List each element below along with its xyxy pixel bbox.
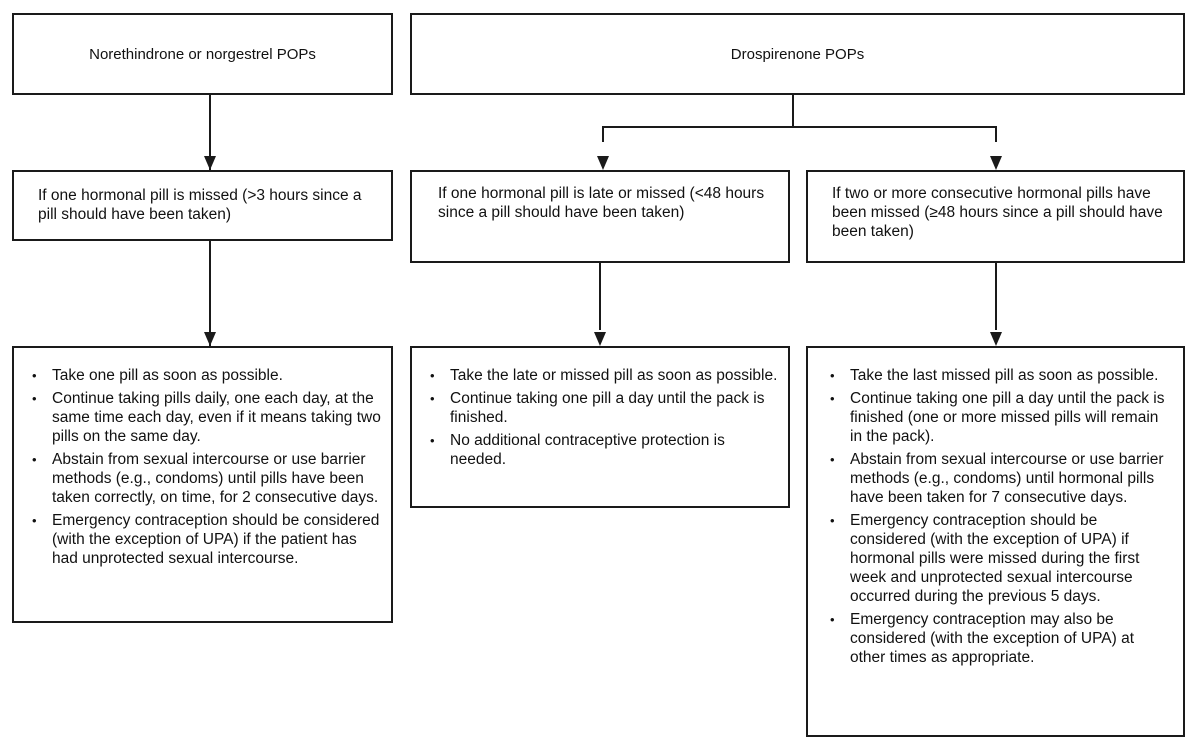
condition-drospirenone-missed-box: If two or more consecutive hormonal pill… <box>806 170 1185 263</box>
arrowhead <box>990 156 1002 170</box>
arrowhead <box>204 332 216 346</box>
branch-drospirenone <box>602 95 794 142</box>
list-item: Continue taking pills daily, one each da… <box>30 389 381 446</box>
list-item: Continue taking one pill a day until the… <box>828 389 1173 446</box>
condition-norethindrone-box: If one hormonal pill is missed (>3 hours… <box>12 170 393 241</box>
list-item: Emergency contraception should be consid… <box>30 511 381 568</box>
actions-drospirenone-missed-list: Take the last missed pill as soon as pos… <box>828 366 1173 667</box>
header-norethindrone-box: Norethindrone or norgestrel POPs <box>12 13 393 95</box>
actions-drospirenone-missed-box: Take the last missed pill as soon as pos… <box>806 346 1185 737</box>
list-item: No additional contraceptive protection i… <box>428 431 778 469</box>
header-drospirenone-box: Drospirenone POPs <box>410 13 1185 95</box>
header-drospirenone: Drospirenone POPs <box>730 45 865 63</box>
list-item: Continue taking one pill a day until the… <box>428 389 778 427</box>
list-item: Emergency contraception may also be cons… <box>828 610 1173 667</box>
arrowhead <box>204 156 216 170</box>
arrowhead <box>594 332 606 346</box>
list-item: Take the last missed pill as soon as pos… <box>828 366 1173 385</box>
actions-drospirenone-late-list: Take the late or missed pill as soon as … <box>428 366 778 469</box>
condition-drospirenone-late-box: If one hormonal pill is late or missed (… <box>410 170 790 263</box>
list-item: Take the late or missed pill as soon as … <box>428 366 778 385</box>
header-norethindrone: Norethindrone or norgestrel POPs <box>89 45 316 63</box>
list-item: Abstain from sexual intercourse or use b… <box>828 450 1173 507</box>
actions-norethindrone-box: Take one pill as soon as possible. Conti… <box>12 346 393 623</box>
condition-drospirenone-missed: If two or more consecutive hormonal pill… <box>832 185 1163 240</box>
condition-drospirenone-late: If one hormonal pill is late or missed (… <box>438 185 765 221</box>
list-item: Emergency contraception should be consid… <box>828 511 1173 606</box>
list-item: Abstain from sexual intercourse or use b… <box>30 450 381 507</box>
branch-drospirenone-right <box>793 126 997 142</box>
actions-drospirenone-late-box: Take the late or missed pill as soon as … <box>410 346 790 508</box>
arrowhead <box>597 156 609 170</box>
arrowhead <box>990 332 1002 346</box>
condition-norethindrone: If one hormonal pill is missed (>3 hours… <box>38 187 362 223</box>
list-item: Take one pill as soon as possible. <box>30 366 381 385</box>
actions-norethindrone-list: Take one pill as soon as possible. Conti… <box>30 366 381 568</box>
